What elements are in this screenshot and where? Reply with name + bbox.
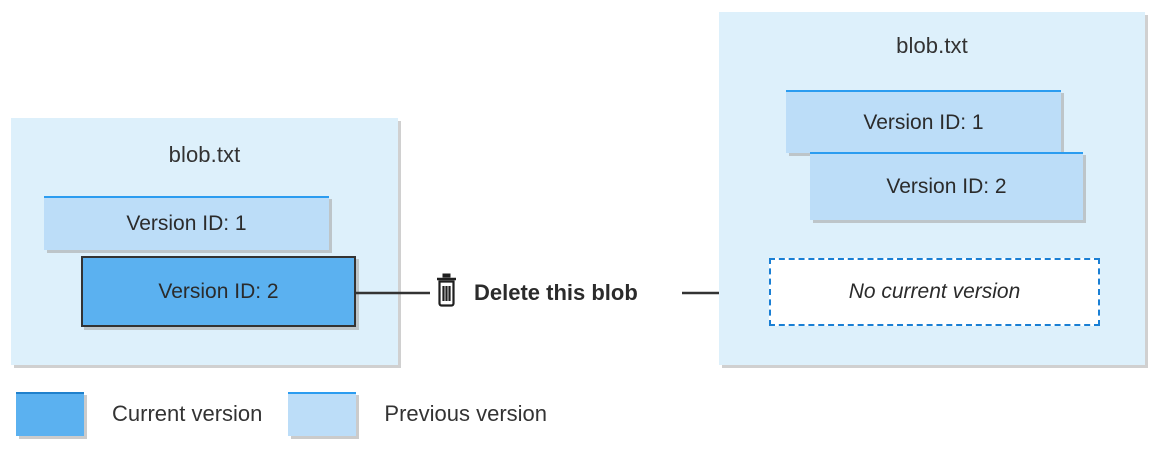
version-card-after-2: Version ID: 2 [810, 152, 1083, 220]
legend-item-previous: Previous version [288, 392, 547, 436]
version-card-label: Version ID: 1 [126, 212, 247, 235]
blob-name-before: blob.txt [168, 142, 241, 167]
legend: Current version Previous version [16, 391, 547, 437]
version-card-label: Version ID: 2 [158, 279, 279, 303]
delete-action-group: Delete this blob [356, 268, 766, 318]
legend-item-current: Current version [16, 392, 262, 436]
version-card-before-1: Version ID: 1 [44, 196, 329, 250]
legend-swatch-current-version [16, 392, 84, 436]
legend-swatch-previous-version [288, 392, 357, 436]
blob-name-after: blob.txt [896, 33, 968, 58]
version-card-label: Version ID: 1 [863, 110, 984, 134]
version-card-after-1: Version ID: 1 [786, 90, 1061, 153]
version-card-before-2: Version ID: 2 [81, 256, 356, 327]
delete-action-label: Delete this blob [474, 280, 638, 305]
version-card-label: Version ID: 2 [886, 175, 1007, 198]
no-current-version-placeholder: No current version [769, 258, 1100, 326]
legend-label-previous-version: Previous version [384, 401, 548, 426]
legend-label-current-version: Current version [112, 401, 263, 426]
no-current-version-label: No current version [848, 280, 1021, 303]
trash-icon [437, 273, 456, 307]
